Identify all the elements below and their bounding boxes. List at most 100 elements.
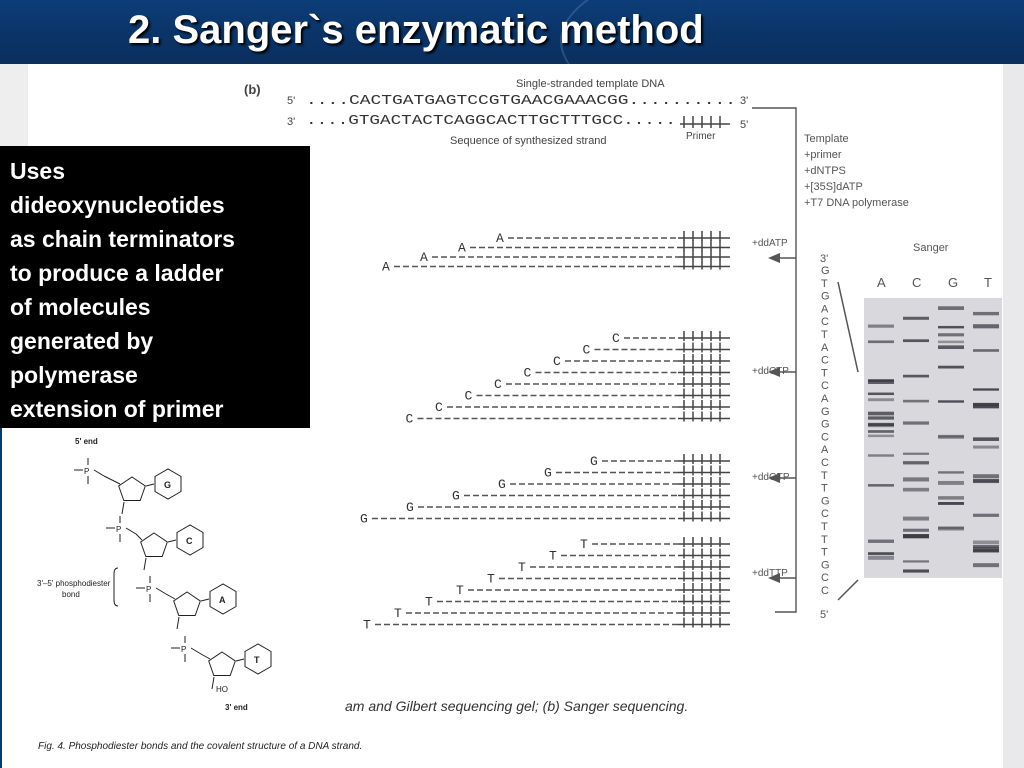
template-label: Single-stranded template DNA [516,78,665,90]
read-3-end: 3' [820,253,828,265]
gel-band [973,478,999,482]
gel-band [938,526,964,531]
lane-label-c: C [912,275,921,290]
read-base: T [821,367,828,379]
gel-band [868,324,894,328]
fragment-terminator: T [425,595,433,610]
reaction-bracket [752,107,797,613]
callout-line: Uses [10,158,65,184]
fragment-terminator: C [524,366,532,381]
base-ring [176,524,204,556]
gel-band [973,388,999,391]
fragment-terminator: G [406,500,414,515]
fragment-primer [678,465,730,476]
sugar-ring [118,476,146,501]
fragment-primer [678,488,730,499]
gel-band [973,513,999,517]
fragment-primer [678,571,730,582]
fragment-primer [678,342,730,353]
fragment-terminator: C [406,412,414,427]
fragment-terminator: T [394,606,402,621]
fragment-primer [678,583,730,593]
read-base: C [821,508,829,520]
fragment-primer [678,331,730,341]
ddctp-label: +ddCTP [752,366,789,377]
fragment-primer [678,606,730,616]
callout-line: as chain terminators [10,226,235,252]
fragment-terminator: G [544,466,552,481]
fragment-primer [678,400,730,410]
synth-sequence: ....GTGACTACTCAGGCACTTGCTTTGCC..... [306,114,676,129]
gel-band [973,437,999,441]
gel-band [903,399,929,403]
phosphate-p: P [181,645,186,654]
fragment-primer [678,594,730,605]
ho-label: HO [216,685,228,694]
bond-bracket [113,567,119,607]
read-base: T [821,470,828,482]
fragment-primer [678,240,730,251]
panel-label: (b) [244,82,261,97]
read-5-end: 5' [820,609,828,621]
base-ring [154,468,182,500]
fragment-terminator: C [612,331,620,346]
phosphate-p: P [116,525,121,534]
gel-band [868,392,894,396]
gel-band [938,340,964,344]
fragment-primer [678,377,730,387]
gel-band [938,480,964,485]
fragment-terminator: A [458,241,466,256]
reaction-item-template: Template [804,133,849,145]
fragment-terminator: T [580,537,588,552]
gel-band [973,474,999,479]
gel-band [903,516,929,521]
sugar-ring [208,651,236,676]
read-base: G [821,291,830,303]
gel-band [973,405,999,409]
read-base: G [821,559,830,571]
base-ring [209,583,237,615]
gel-band [868,423,894,427]
gel-band [938,434,964,438]
gel-band [903,421,929,425]
sanger-label: Sanger [913,242,949,254]
fragment-primer [678,259,730,270]
gel-band [868,380,894,384]
gel-band [973,546,999,551]
reaction-arrows [768,253,780,583]
fragment-primer [678,560,730,570]
fragment-terminator: G [452,489,460,504]
read-base: G [821,406,830,418]
gel-band [868,539,894,543]
lane-label-t: T [984,275,992,290]
gel-band [973,544,999,549]
callout-line: polymerase [10,362,138,388]
lane-label-g: G [948,275,958,290]
gel-band [973,540,999,545]
gel-band [938,496,964,500]
fragment-terminator: A [420,250,428,265]
gel-band [903,487,929,492]
fragment-terminator: T [363,618,371,633]
ddttp-label: +ddTTP [752,568,788,579]
callout-line: generated by [10,328,154,354]
sanger-gel [864,298,1002,578]
gel-band [973,445,999,449]
gel-band [903,569,929,573]
read-base: T [821,534,828,546]
fragment-primer [678,537,730,547]
gel-band [903,528,929,532]
read-base: C [821,585,829,597]
gel-band [938,400,964,403]
fragment-terminator: C [435,400,443,415]
read-base: C [821,457,829,469]
gel-band [938,436,964,439]
fragment-terminator: T [549,549,557,564]
read-base: C [821,380,829,392]
sugar-ring [140,532,168,557]
fragment-primer [678,354,730,364]
synth-5-end: 5' [740,119,748,131]
gel-band [903,374,929,378]
fragment-terminator: C [465,389,473,404]
